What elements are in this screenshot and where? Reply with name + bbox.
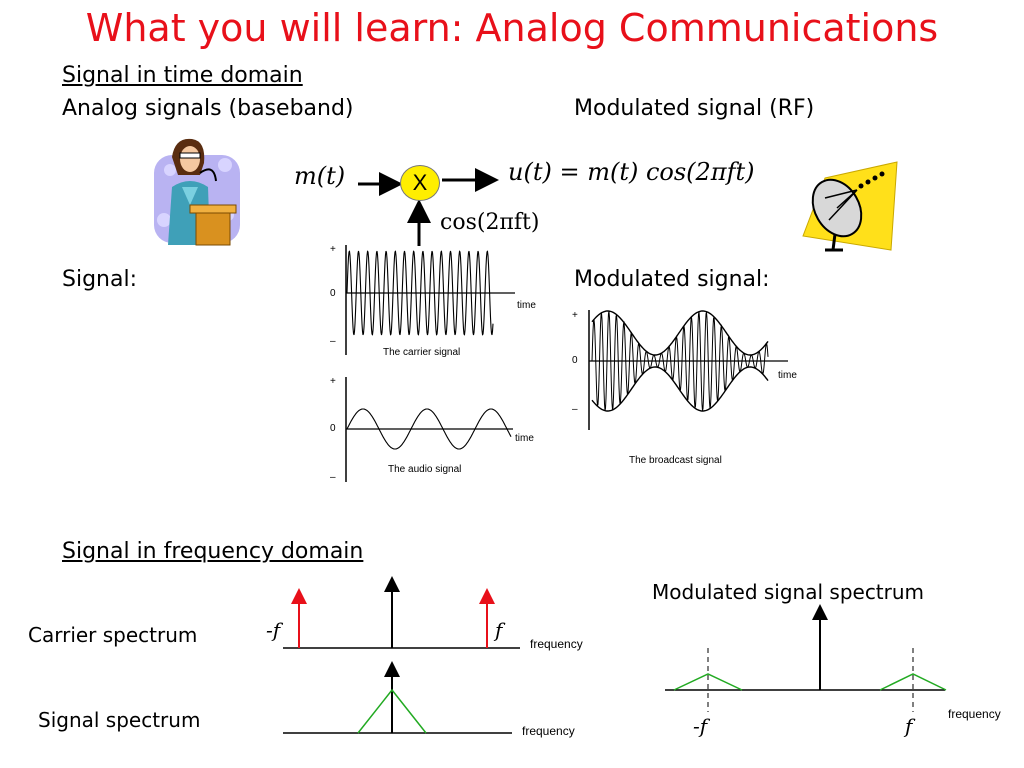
carrier-tick-plus: + [330, 244, 336, 255]
audio-waveform [346, 408, 512, 450]
broadcast-signal-plot [588, 310, 788, 430]
signal-spectrum-triangle [357, 688, 427, 734]
broadcast-upper-envelope [591, 310, 769, 356]
broadcast-tick-zero: 0 [572, 355, 578, 366]
carrier-input-label: cos(2πft) [440, 210, 540, 235]
modulated-frequency-label: frequency [948, 707, 1001, 721]
carrier-tick-zero: 0 [330, 288, 336, 299]
carrier-time-label: time [517, 300, 536, 311]
carrier-neg-f-label: -f [266, 618, 281, 642]
frequency-domain-heading: Signal in frequency domain [62, 539, 364, 564]
modulated-pos-triangle [879, 673, 947, 691]
modulated-spectrum-plot [665, 604, 947, 712]
time-domain-heading: Signal in time domain [62, 63, 303, 88]
modulated-pos-f-label: f [905, 714, 913, 738]
carrier-pos-f-label: f [495, 618, 503, 642]
signal-label: Signal: [62, 267, 137, 292]
carrier-caption: The carrier signal [383, 347, 461, 358]
input-signal-label: m(t) [294, 162, 346, 190]
modulated-equation: u(t) = m(t) cos(2πft) [508, 158, 755, 186]
analog-signals-label: Analog signals (baseband) [62, 96, 354, 121]
audio-tick-plus: + [330, 376, 336, 387]
broadcast-tick-plus: + [572, 310, 578, 321]
modulated-signal-rf-label: Modulated signal (RF) [574, 96, 815, 121]
audio-time-label: time [515, 433, 534, 444]
audio-signal-plot [345, 377, 513, 482]
mixer-multiplier: X [400, 165, 440, 201]
signal-frequency-label: frequency [522, 724, 575, 738]
satellite-dish-clipart [802, 161, 898, 252]
modulated-neg-f-label: -f [693, 714, 708, 738]
audio-tick-zero: 0 [330, 423, 336, 434]
carrier-spectrum-plot [283, 576, 520, 649]
broadcast-lower-envelope [591, 366, 769, 412]
modulated-signal-label: Modulated signal: [574, 267, 770, 292]
audio-caption: The audio signal [388, 464, 462, 475]
carrier-frequency-label: frequency [530, 637, 583, 651]
carrier-spectrum-label: Carrier spectrum [28, 623, 198, 647]
modulated-neg-triangle [673, 673, 743, 691]
broadcast-time-label: time [778, 370, 797, 381]
broadcast-tick-minus: – [572, 404, 578, 415]
broadcast-caption: The broadcast signal [629, 455, 722, 466]
signal-spectrum-label: Signal spectrum [38, 708, 201, 732]
signal-spectrum-plot [283, 661, 512, 734]
presenter-clipart [154, 138, 240, 246]
modulated-spectrum-label: Modulated signal spectrum [652, 580, 925, 604]
slide-title: What you will learn: Analog Communicatio… [85, 6, 939, 50]
carrier-waveform [346, 250, 494, 336]
carrier-signal-plot [345, 245, 515, 355]
carrier-tick-minus: – [330, 336, 336, 347]
audio-tick-minus: – [330, 472, 336, 483]
